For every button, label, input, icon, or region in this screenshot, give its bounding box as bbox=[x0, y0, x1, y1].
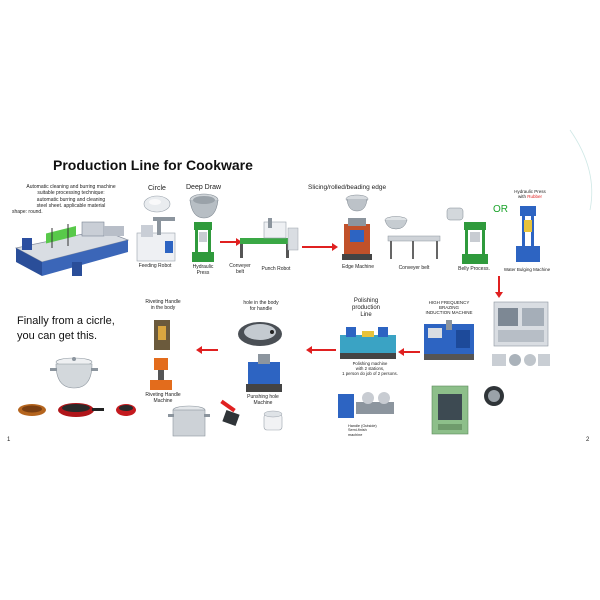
rice-cooker-image bbox=[263, 410, 283, 431]
intro-line: automatic burring and cleaning bbox=[36, 196, 106, 203]
intro-line: shape: round. bbox=[12, 209, 43, 215]
flow-arrow-down bbox=[495, 276, 503, 298]
deep-drawn-pot-image bbox=[189, 193, 219, 219]
flow-arrow-left bbox=[306, 346, 336, 354]
hydraulic-press-label: Hydraulic Press bbox=[192, 264, 214, 276]
punch-robot-image bbox=[240, 218, 299, 258]
hp-rubber-line-2: with Rubber bbox=[508, 194, 552, 199]
hp-rubber-word: Rubber bbox=[527, 194, 543, 200]
brazed-bottoms-image bbox=[492, 354, 550, 366]
pot-with-hole-image bbox=[238, 322, 282, 346]
riveting-machine-image bbox=[150, 358, 172, 390]
intro-line: Automatic cleaning and burring machine bbox=[26, 184, 116, 190]
stockpot-image bbox=[168, 405, 210, 437]
circle-blank-image bbox=[143, 195, 171, 213]
water-bulging-machine-image bbox=[516, 206, 540, 262]
flow-arrow-left bbox=[196, 346, 218, 354]
punching-hole-machine-image bbox=[246, 354, 282, 392]
page-title: Production Line for Cookware bbox=[53, 157, 253, 173]
handles-image bbox=[220, 399, 240, 427]
punching-hole-label: Punshing hole Machine bbox=[247, 394, 279, 406]
polishing-line-image bbox=[340, 327, 396, 359]
deep-draw-label: Deep Draw bbox=[186, 184, 222, 191]
belly-pot-image bbox=[446, 207, 464, 221]
flow-arrow-right bbox=[302, 243, 338, 251]
edged-pot-image bbox=[345, 194, 369, 212]
riveting-closeup-image bbox=[154, 320, 170, 350]
belly-press-image bbox=[462, 222, 488, 264]
riveting-top-label: Riveting Handle in the body bbox=[145, 299, 181, 311]
riveting-machine-label: Riveting Handle Machine bbox=[145, 392, 181, 404]
handle-note: Handle (Outside) Semi-finish machine bbox=[348, 424, 377, 437]
cabinet-machine-image bbox=[431, 385, 469, 435]
belly-process-label: Belly Process. bbox=[458, 266, 490, 272]
cookware-set-image bbox=[18, 403, 136, 417]
intro-line: steel sheet. applicable material bbox=[36, 202, 106, 209]
polishing-machine-image bbox=[338, 392, 394, 418]
brazing-machine-image bbox=[493, 301, 549, 347]
bowl-image bbox=[384, 216, 408, 230]
page-number-left: 1 bbox=[7, 437, 11, 443]
decorative-curve bbox=[569, 129, 593, 211]
conveyor-belt-2-label: Conveyer belt bbox=[398, 265, 430, 271]
conveyer-belt-label: Conveyer belt bbox=[229, 263, 251, 275]
page-number-right: 2 bbox=[586, 437, 590, 443]
flow-arrow-left bbox=[398, 348, 420, 356]
final-caption: Finally from a cicrle, you can get this. bbox=[17, 315, 115, 342]
hydraulic-rubber-label: Hydraulic Press with Rubber bbox=[508, 189, 552, 199]
edge-machine-image bbox=[342, 218, 372, 260]
hp-rubber-with: with bbox=[517, 194, 528, 200]
intro-line: suitable processing technique: bbox=[37, 190, 105, 197]
hydraulic-press-image bbox=[192, 222, 214, 262]
feeding-robot-image bbox=[136, 217, 176, 262]
conveyor-belt-image bbox=[387, 235, 441, 259]
polishing-note: Polishing machine with 2 stations, 1 per… bbox=[342, 361, 398, 376]
edge-machine-label: Edge Machine bbox=[342, 264, 374, 270]
hole-in-body-label: hole in the body for handle bbox=[243, 300, 279, 312]
intro-text: Automatic cleaning and burring machine s… bbox=[10, 184, 132, 215]
feeding-robot-label: Feeding Robot bbox=[138, 263, 172, 269]
stainless-pot-image bbox=[50, 357, 98, 389]
or-label: OR bbox=[493, 204, 508, 215]
circle-label: Circle bbox=[148, 185, 166, 192]
induction-machine-image bbox=[424, 320, 474, 360]
brazing-label: HIGH FREQUENCY BRAZING INDUCTION MACHINE bbox=[425, 300, 473, 316]
slicing-edge-label: Slicing/rolled/beading edge bbox=[308, 184, 387, 191]
cleaning-burring-machine-image bbox=[14, 221, 130, 276]
hp-rubber-line: Hydraulic Press bbox=[514, 189, 546, 194]
punch-robot-label: Punch Robot bbox=[261, 266, 291, 272]
pan-bottom-image bbox=[484, 386, 504, 406]
polishing-line-label: Polishing production Line bbox=[351, 298, 381, 318]
flow-arrow-right bbox=[220, 238, 242, 246]
water-bulging-label: Water Bulging Machine bbox=[503, 267, 551, 272]
